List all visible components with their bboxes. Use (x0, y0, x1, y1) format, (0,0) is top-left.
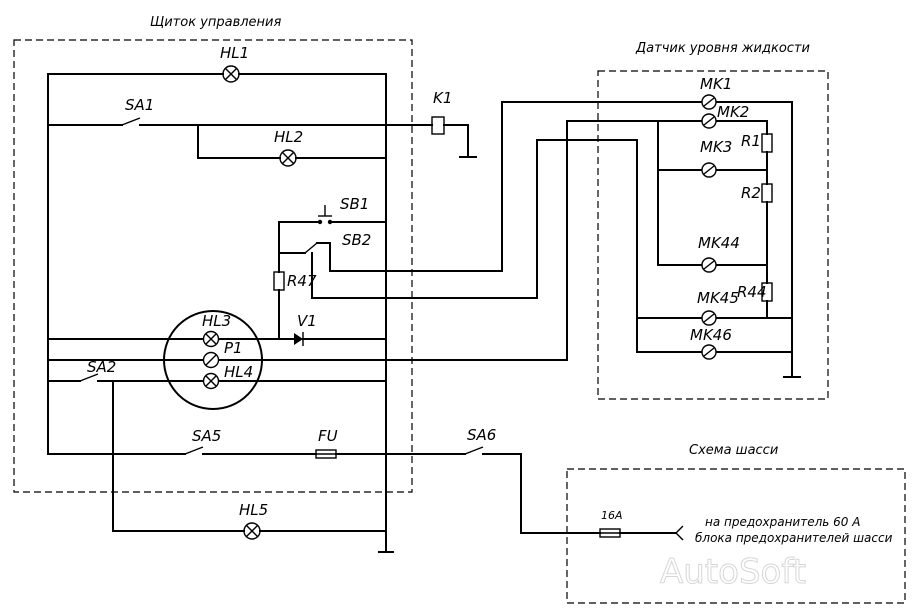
p1-label: P1 (224, 339, 243, 357)
level-sensor-wiring (636, 101, 801, 378)
mk45-contact-icon (701, 310, 717, 326)
hl3-label: HL3 (202, 312, 231, 330)
mk46-label: MK46 (690, 326, 732, 344)
r47-label: R47 (287, 272, 317, 290)
k1-label: K1 (433, 89, 452, 107)
sa5-label: SA5 (192, 427, 221, 445)
level-sensor-frame: Датчик уровня жидкости (597, 41, 829, 400)
fu-label: FU (318, 427, 338, 445)
chassis-title: Схема шасси (689, 443, 778, 458)
hl5-lamp-icon (243, 522, 261, 540)
sb1-label: SB1 (340, 195, 369, 213)
chassis-fuse-label: 16A (601, 509, 623, 522)
hl4-lamp-icon (202, 372, 220, 390)
v1-diode-icon (294, 332, 304, 346)
control-panel-title: Щиток управления (150, 15, 282, 30)
watermark: AutoSoft (660, 552, 806, 592)
r44-resistor-icon (761, 282, 773, 302)
mk45-label: MK45 (697, 289, 739, 307)
mk3-label: MK3 (700, 138, 732, 156)
mk3-contact-icon (701, 162, 717, 178)
v1-label: V1 (297, 312, 317, 330)
r1-resistor-icon (761, 133, 773, 153)
mk1-label: MK1 (700, 75, 732, 93)
r1-label: R1 (741, 132, 761, 150)
hl1-label: HL1 (220, 44, 249, 62)
control-panel-frame: Щиток управления (13, 15, 413, 493)
hl1-lamp-icon (222, 65, 240, 83)
hl2-label: HL2 (274, 128, 303, 146)
level-sensor-title: Датчик уровня жидкости (635, 41, 810, 56)
hl3-lamp-icon (202, 330, 220, 348)
chassis-note-line2: блока предохранителей шасси (695, 531, 893, 545)
r47-resistor-icon (273, 271, 285, 291)
chassis-note-line1: на предохранитель 60 А (705, 515, 860, 529)
sa1-label: SA1 (125, 96, 154, 114)
r2-label: R2 (741, 184, 761, 202)
sa2-label: SA2 (87, 358, 116, 376)
sb2-label: SB2 (342, 231, 371, 249)
r44-label: R44 (737, 283, 767, 301)
control-panel-wiring (47, 73, 677, 553)
p1-meter-icon (202, 351, 220, 369)
connector-arrow-icon (675, 525, 684, 541)
mk46-contact-icon (701, 344, 717, 360)
fu-fuse-icon (315, 449, 337, 459)
mk2-label: MK2 (717, 103, 749, 121)
k1-relay-icon (431, 116, 445, 135)
hl5-label: HL5 (239, 501, 268, 519)
gauge-circle (163, 310, 263, 410)
sb1-pushbutton-icon (317, 205, 333, 225)
mk44-label: MK44 (698, 234, 740, 252)
mk44-contact-icon (701, 257, 717, 273)
hl4-label: HL4 (224, 363, 253, 381)
chassis-frame: Схема шасси (566, 443, 906, 604)
hl2-lamp-icon (279, 149, 297, 167)
interconnect-wires (311, 101, 702, 361)
chassis-fuse-icon (599, 528, 621, 538)
sa6-label: SA6 (467, 426, 496, 444)
r2-resistor-icon (761, 183, 773, 203)
mk2-contact-icon (701, 113, 717, 129)
mk1-contact-icon (701, 94, 717, 110)
